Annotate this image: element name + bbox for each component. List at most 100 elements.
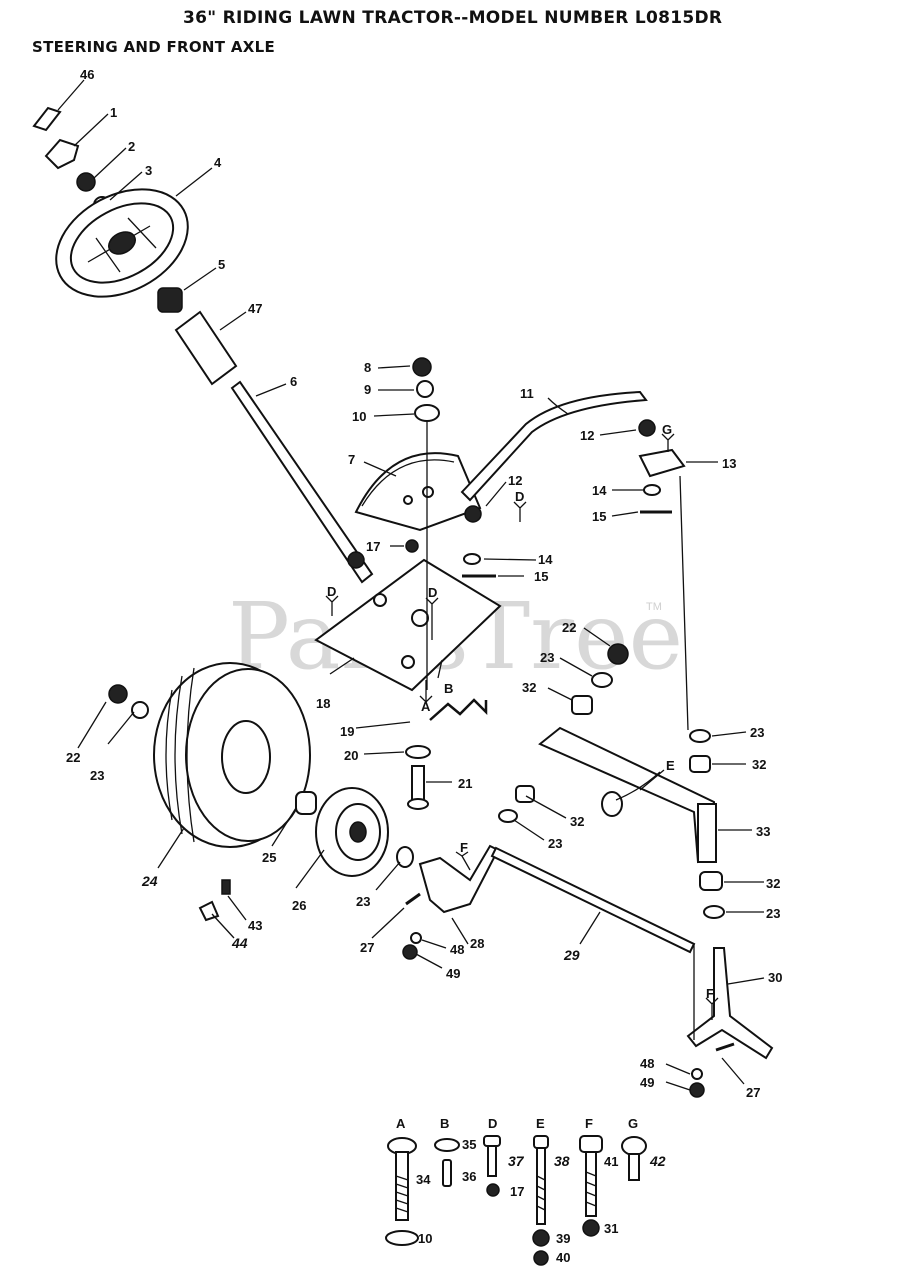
legend-nut-17: 17: [510, 1184, 524, 1199]
callout-1: 1: [110, 105, 117, 120]
legend-bolt-g-head: [621, 1136, 647, 1156]
part-tie-rod: [490, 846, 696, 954]
callout-26: 26: [292, 898, 306, 913]
legend-nut-d: [486, 1183, 500, 1197]
callout-8: 8: [364, 360, 371, 375]
callout-13: 13: [722, 456, 736, 471]
callout-32-right: 32: [522, 680, 536, 695]
callout-32-axle-top: 32: [752, 757, 766, 772]
part-pin-27-left: [405, 892, 421, 906]
callout-ref-e: E: [666, 758, 675, 773]
callout-20: 20: [344, 748, 358, 763]
callout-24: 24: [141, 873, 158, 889]
part-ball-joint-lower: [464, 505, 482, 523]
legend-nut-40: 40: [556, 1250, 570, 1265]
callout-23-spindle: 23: [356, 894, 370, 909]
part-steering-wheel: [55, 188, 189, 298]
part-adapter: [157, 287, 183, 313]
callout-23-right: 23: [540, 650, 554, 665]
callout-2: 2: [128, 139, 135, 154]
callout-15-lower: 15: [534, 569, 548, 584]
diagram-title: 36" RIDING LAWN TRACTOR--MODEL NUMBER L0…: [183, 8, 723, 28]
callout-43: 43: [248, 918, 262, 933]
callout-11: 11: [520, 386, 534, 401]
part-nut-8: [412, 357, 432, 377]
legend-bolt-f-head: [579, 1135, 603, 1153]
legend-bolt-e-head: [533, 1135, 549, 1149]
callout-23-left: 23: [90, 768, 104, 783]
callout-29: 29: [563, 947, 580, 963]
legend-letter-d: D: [488, 1116, 497, 1131]
part-nut-17: [405, 539, 419, 553]
part-bushing-32-axle-top: [689, 755, 711, 773]
part-washer-10: [414, 404, 440, 422]
legend-nut-e-2: [533, 1250, 549, 1266]
part-washer-20: [405, 745, 431, 759]
section-title: STEERING AND FRONT AXLE: [32, 38, 276, 56]
legend-letter-f: F: [585, 1116, 593, 1131]
legend-nut-31: 31: [604, 1221, 618, 1236]
callout-23-mid: 23: [548, 836, 562, 851]
callout-6: 6: [290, 374, 297, 389]
callout-25: 25: [262, 850, 276, 865]
callout-48-left: 48: [450, 942, 464, 957]
part-spindle-left: [418, 844, 500, 914]
callout-19: 19: [340, 724, 354, 739]
legend-letter-g: G: [628, 1116, 638, 1131]
callout-22-left: 22: [66, 750, 80, 765]
callout-28: 28: [470, 936, 484, 951]
part-shaft-pinion: [347, 551, 365, 569]
legend-pin-b: [442, 1159, 452, 1187]
part-pin-27-right: [715, 1042, 735, 1052]
callout-17: 17: [366, 539, 380, 554]
part-sleeve: [174, 310, 238, 386]
callout-15-upper: 15: [592, 509, 606, 524]
part-insert: [44, 138, 80, 170]
part-washer-23-mid: [498, 809, 518, 823]
callout-ref-d-plate-right: D: [428, 585, 437, 600]
legend-part-34: 34: [416, 1172, 431, 1187]
callout-5: 5: [218, 257, 225, 272]
callout-33: 33: [756, 824, 770, 839]
watermark-tm: TM: [646, 601, 662, 613]
legend-part-41: 41: [604, 1154, 618, 1169]
part-washer-23-right: [591, 672, 613, 688]
part-nut: [76, 172, 96, 192]
part-drag-link: [460, 390, 648, 502]
callout-ref-d-plate-left: D: [327, 584, 336, 599]
legend-bolt-d-shank: [487, 1145, 497, 1177]
legend-letter-b: B: [440, 1116, 449, 1131]
callout-14-upper: 14: [592, 483, 607, 498]
legend-part-42: 42: [649, 1153, 666, 1169]
part-nut-49-left: [402, 944, 418, 960]
legend-part-37: 37: [508, 1153, 525, 1169]
callout-46: 46: [80, 67, 94, 82]
part-washer-23-axle-bottom: [703, 905, 725, 919]
callout-10: 10: [352, 409, 366, 424]
callout-21: 21: [458, 776, 472, 791]
part-mount-plate: [314, 558, 502, 692]
part-steering-arm: [638, 448, 686, 478]
part-nut-49-right: [689, 1082, 705, 1098]
part-washer-48-left: [410, 932, 422, 944]
legend-bolt-g-shank: [628, 1153, 640, 1181]
callout-44: 44: [231, 935, 248, 951]
callout-48-right: 48: [640, 1056, 654, 1071]
part-bushing-32-right: [571, 695, 593, 715]
callout-3: 3: [145, 163, 152, 178]
callout-49-right: 49: [640, 1075, 654, 1090]
part-bolt-21: [411, 765, 425, 803]
part-spindle-right: [686, 947, 774, 1060]
legend-part-35: 35: [462, 1137, 476, 1152]
part-washer-14b: [463, 553, 481, 565]
part-ball-joint-upper: [638, 419, 656, 437]
callout-47: 47: [248, 301, 262, 316]
callout-12-upper: 12: [580, 428, 594, 443]
legend-nut-f: [582, 1219, 600, 1237]
part-steering-shaft: [230, 380, 374, 584]
callout-4: 4: [214, 155, 222, 170]
callout-ref-b: B: [444, 681, 453, 696]
part-valve-cap: [221, 879, 231, 895]
part-washer-23-left: [131, 701, 149, 719]
